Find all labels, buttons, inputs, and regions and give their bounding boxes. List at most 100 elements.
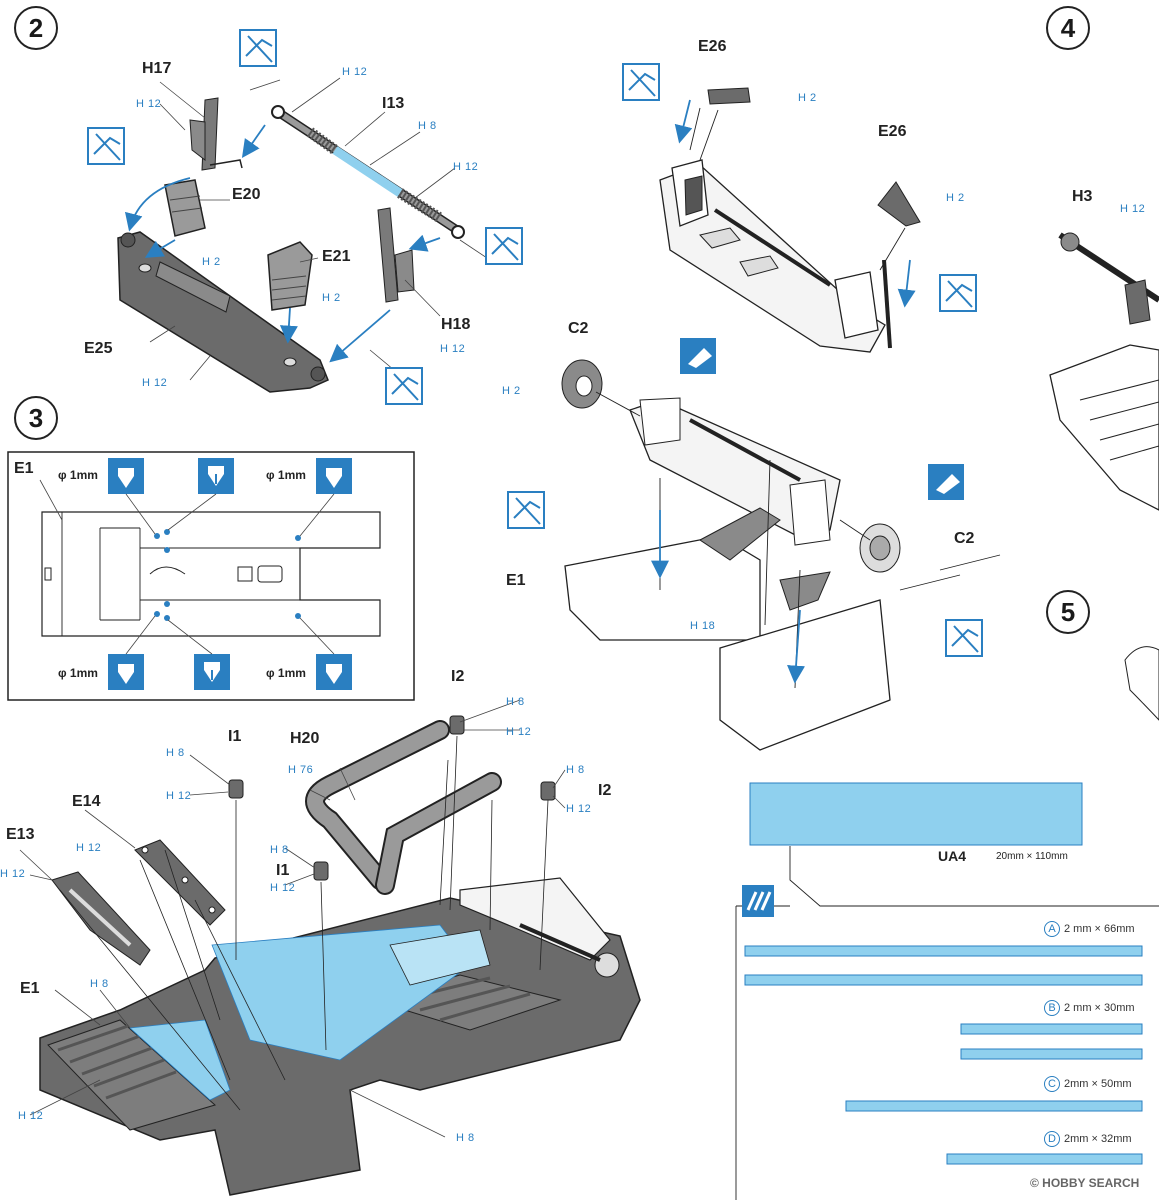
glue-icon-2: [928, 464, 964, 500]
strip-B1: [960, 1023, 1143, 1035]
no-glue-icon-4: [385, 367, 423, 405]
step3-assembly: [19, 699, 641, 1196]
color-ref-h8-7: H 8: [456, 1132, 475, 1144]
label-H20: H20: [290, 730, 320, 747]
color-ref-h8-4: H 8: [566, 764, 585, 776]
color-ref-h12-1: H 12: [342, 66, 368, 78]
color-ref-h8-5: H 8: [270, 844, 289, 856]
decal-sheet-name: UA4: [938, 848, 967, 864]
step2-group: [117, 77, 491, 393]
decal-UA4: [749, 782, 1083, 846]
drill-icon-1: [108, 458, 144, 494]
decal-floor-left: [129, 1019, 231, 1101]
no-glue-icon-6: [939, 274, 977, 312]
color-ref-h12-5: H 12: [142, 377, 168, 389]
label-I1-top: I1: [228, 728, 242, 745]
step-number-4: 4: [1046, 6, 1090, 50]
part-E26-top: [707, 87, 751, 105]
label-H17: H17: [142, 60, 172, 77]
part-E20: [164, 179, 206, 237]
part-E14: [134, 839, 226, 926]
label-E13: E13: [6, 826, 35, 843]
color-ref-h12-12: H 12: [0, 868, 26, 880]
label-E1-step3: E1: [20, 980, 40, 997]
label-C2-left: C2: [568, 320, 589, 337]
color-ref-h18: H 18: [690, 620, 716, 632]
drill-icon-2: [198, 458, 234, 494]
decal-sheet-size: 20mm × 110mm: [996, 851, 1068, 862]
label-E26-top: E26: [698, 38, 727, 55]
part-C2-right: [859, 523, 901, 573]
color-ref-h76: H 76: [288, 764, 314, 776]
label-E1-box: E1: [14, 460, 34, 477]
part-E26-right: [877, 181, 921, 227]
label-H18: H18: [441, 316, 471, 333]
color-ref-h2-2: H 2: [322, 292, 341, 304]
no-glue-icon-3: [485, 227, 523, 265]
no-glue-icon-1: [239, 29, 277, 67]
watermark: © HOBBY SEARCH: [1030, 1176, 1140, 1190]
step4-right-group: [1049, 232, 1159, 721]
drill-size-top-right: φ 1mm: [266, 468, 306, 482]
label-H3: H3: [1072, 188, 1093, 205]
drill-icon-5: [194, 654, 230, 690]
part-I1-mid: [313, 861, 329, 881]
drill-size-top-left: φ 1mm: [58, 468, 98, 482]
glue-icon-1: [680, 338, 716, 374]
step-number-5: 5: [1046, 590, 1090, 634]
color-ref-h12-13: H 12: [18, 1110, 44, 1122]
strip-A1: [744, 945, 1143, 957]
drill-icon-4: [108, 654, 144, 690]
color-ref-h8-2: H 8: [506, 696, 525, 708]
strip-A2: [744, 974, 1143, 986]
part-E21: [267, 241, 313, 311]
no-glue-icon-8: [945, 619, 983, 657]
no-glue-icon-7: [507, 491, 545, 529]
step4-group: [561, 87, 1001, 751]
color-ref-h12-10: H 12: [76, 842, 102, 854]
step-number-2: 2: [14, 6, 58, 50]
label-E20: E20: [232, 186, 261, 203]
strip-D: [946, 1153, 1143, 1165]
color-ref-h8-6: H 8: [90, 978, 109, 990]
drill-size-bottom-right: φ 1mm: [266, 666, 306, 680]
part-C2-left: [561, 359, 603, 409]
color-ref-h12-2: H 12: [136, 98, 162, 110]
color-ref-h12-11: H 12: [270, 882, 296, 894]
step3-box: [7, 451, 415, 701]
color-ref-h2-3: H 2: [798, 92, 817, 104]
color-ref-h12-7: H 12: [506, 726, 532, 738]
color-ref-h12-3: H 12: [453, 161, 479, 173]
part-I2-right: [540, 781, 556, 801]
no-glue-icon-2: [87, 127, 125, 165]
label-E25: E25: [84, 340, 113, 357]
color-ref-h8-1: H 8: [418, 120, 437, 132]
drill-size-bottom-left: φ 1mm: [58, 666, 98, 680]
color-ref-h2-4: H 2: [946, 192, 965, 204]
part-I1-top: [228, 779, 244, 799]
strip-C: [845, 1100, 1143, 1112]
color-ref-h8-3: H 8: [166, 747, 185, 759]
label-E21: E21: [322, 248, 351, 265]
color-ref-h12-4: H 12: [440, 343, 466, 355]
color-ref-h2-5: H 2: [502, 385, 521, 397]
label-I13: I13: [382, 95, 405, 112]
step-number-3: 3: [14, 396, 58, 440]
part-H18: [377, 207, 399, 303]
color-ref-h12-8: H 12: [166, 790, 192, 802]
decal-sheet: [735, 782, 1159, 1200]
color-ref-h12-6: H 12: [1120, 203, 1146, 215]
color-ref-h2-1: H 2: [202, 256, 221, 268]
no-glue-icon-5: [622, 63, 660, 101]
part-I2-top: [449, 715, 465, 735]
label-I1-mid: I1: [276, 862, 290, 879]
strip-B2: [960, 1048, 1143, 1060]
label-C2-right: C2: [954, 530, 975, 547]
label-E26-right: E26: [878, 123, 907, 140]
label-I2-top: I2: [451, 668, 465, 685]
